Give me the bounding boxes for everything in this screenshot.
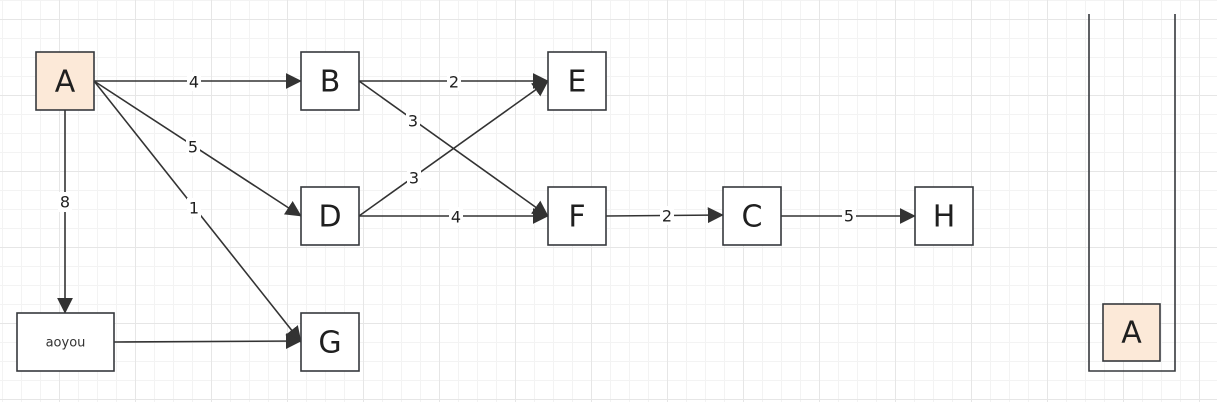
node-label: E — [568, 65, 587, 100]
edge-weight-label: 2 — [449, 73, 459, 92]
edge-weight-label: 1 — [189, 199, 199, 218]
edge-A-G[interactable]: 1 — [93, 80, 302, 343]
edge-weight-label: 2 — [662, 207, 672, 226]
edge-B-E[interactable]: 2 — [359, 72, 549, 92]
stack-item-A[interactable]: A — [1102, 303, 1161, 362]
node-C[interactable]: C — [722, 186, 782, 246]
nodes-layer: A B D G E F C H — [16, 51, 974, 372]
node-F[interactable]: F — [547, 186, 607, 246]
edge-weight-label: 8 — [60, 193, 70, 212]
node-aoyou[interactable]: aoyou — [16, 312, 115, 372]
node-label: D — [318, 200, 341, 235]
node-label: B — [320, 65, 341, 100]
edge-weight-label: 5 — [844, 207, 854, 226]
edges-layer: 4 5 1 8 2 — [57, 72, 916, 350]
node-D[interactable]: D — [300, 186, 360, 246]
node-B[interactable]: B — [300, 51, 360, 111]
edge-D-F[interactable]: 4 — [359, 207, 549, 227]
stack-walls — [1088, 14, 1176, 372]
node-E[interactable]: E — [547, 51, 607, 111]
edge-F-C[interactable]: 2 — [605, 206, 724, 226]
node-label: H — [933, 200, 956, 235]
edge-weight-label: 3 — [409, 169, 419, 188]
node-label: G — [318, 326, 341, 361]
edge-weight-label: 4 — [451, 208, 461, 227]
node-label: A — [55, 65, 76, 100]
edge-aoyou-G[interactable] — [113, 333, 302, 350]
edge-weight-label: 3 — [408, 112, 418, 131]
edge-weight-label: 4 — [189, 73, 199, 92]
node-label: F — [568, 200, 585, 235]
node-label: aoyou — [46, 336, 86, 351]
edge-weight-label: 5 — [188, 138, 198, 157]
node-label: C — [742, 200, 763, 235]
node-G[interactable]: G — [300, 312, 360, 372]
edge-A-aoyou[interactable]: 8 — [57, 110, 73, 314]
node-H[interactable]: H — [914, 186, 974, 246]
edge-D-E[interactable]: 3 — [358, 80, 549, 217]
edge-A-B[interactable]: 4 — [94, 72, 302, 92]
edge-C-H[interactable]: 5 — [781, 206, 916, 226]
node-A[interactable]: A — [35, 51, 95, 111]
stack-container: A — [1088, 14, 1176, 372]
stack-item-label: A — [1121, 316, 1142, 351]
edge-A-D[interactable]: 5 — [93, 80, 302, 217]
